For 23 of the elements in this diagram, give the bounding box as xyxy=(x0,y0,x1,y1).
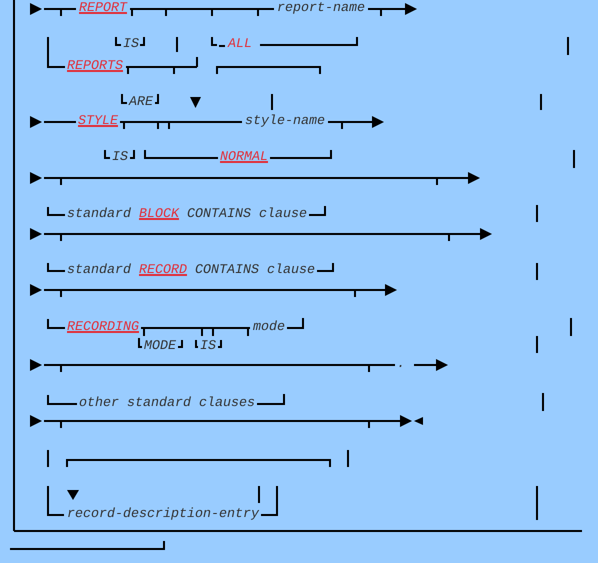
keyword-text: ALL xyxy=(228,37,252,53)
keyword-text: RECORDING xyxy=(67,320,139,336)
syntax-text: style-name xyxy=(245,114,325,130)
syntax-text: record-description-entry xyxy=(67,507,259,523)
syntax-text: CONTAINS clause xyxy=(187,207,307,223)
keyword-text: REPORTS xyxy=(67,59,123,75)
syntax-text: report-name xyxy=(277,1,365,17)
period-text: . xyxy=(397,357,405,373)
keyword-text: REPORT xyxy=(79,1,127,17)
syntax-text: ARE xyxy=(129,95,153,111)
syntax-text: IS xyxy=(112,150,128,166)
keyword-text: NORMAL xyxy=(220,150,268,166)
syntax-text: standard xyxy=(67,207,131,223)
syntax-text: CONTAINS clause xyxy=(195,263,315,279)
keyword-text: BLOCK xyxy=(139,207,179,223)
keyword-text: RECORD xyxy=(139,263,187,279)
syntax-text: MODE xyxy=(144,339,176,355)
syntax-text: IS xyxy=(123,37,139,53)
keyword-text: STYLE xyxy=(78,114,118,130)
syntax-text: standard xyxy=(67,263,131,279)
syntax-text: other standard clauses xyxy=(79,396,255,412)
syntax-text: mode xyxy=(253,320,285,336)
syntax-text: IS xyxy=(200,339,216,355)
